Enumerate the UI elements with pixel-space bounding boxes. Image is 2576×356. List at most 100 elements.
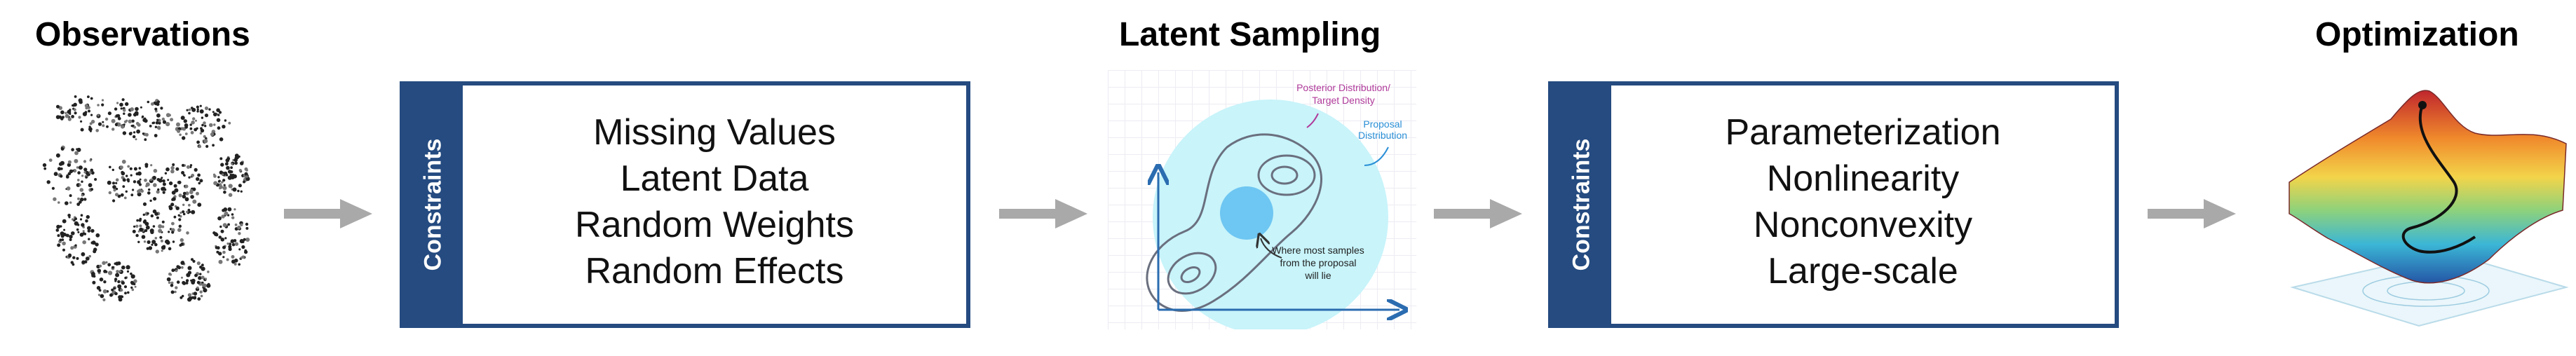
scatter-point [130, 281, 135, 285]
scatter-point [228, 247, 232, 252]
scatter-point [238, 263, 241, 266]
scatter-point [151, 102, 154, 106]
scatter-point [85, 256, 90, 261]
samples-label: will lie [1304, 270, 1331, 281]
scatter-point [198, 144, 202, 149]
scatter-point [82, 111, 87, 116]
scatter-point [137, 230, 140, 233]
scatter-point [149, 199, 152, 203]
scatter-point [69, 235, 73, 239]
scatter-point [151, 243, 154, 246]
scatter-point [156, 118, 159, 121]
scatter-point [102, 261, 106, 266]
scatter-point [87, 229, 90, 233]
scatter-point [60, 234, 65, 238]
scatter-point [164, 172, 168, 174]
scatter-point [57, 167, 62, 171]
scatter-point [114, 107, 118, 111]
scatter-point [74, 244, 77, 247]
scatter-point [197, 297, 201, 301]
scatter-point [136, 219, 139, 222]
scatter-point [71, 231, 75, 235]
scatter-point [227, 223, 230, 226]
scatter-point [216, 108, 220, 112]
scatter-point [203, 288, 208, 293]
scatter-point [119, 165, 123, 170]
scatter-point [223, 207, 228, 212]
posterior-label: Target Density [1312, 95, 1374, 106]
scatter-point [172, 240, 175, 243]
scatter-point [218, 259, 223, 264]
scatter-point [156, 125, 161, 130]
scatter-point [226, 157, 231, 160]
scatter-point [191, 278, 196, 283]
scatter-point [90, 119, 95, 124]
scatter-point [97, 104, 100, 107]
scatter-point [161, 225, 165, 228]
scatter-point [184, 184, 189, 189]
scatter-point [240, 223, 243, 226]
scatter-point [62, 248, 65, 252]
scatter-point [133, 279, 137, 283]
scatter-point [241, 240, 245, 243]
scatter-point [155, 121, 159, 125]
scatter-point [55, 115, 60, 119]
scatter-point [116, 270, 119, 273]
scatter-point [108, 191, 111, 195]
scatter-point [186, 109, 189, 111]
scatter-point [56, 104, 60, 109]
scatter-point [141, 115, 144, 118]
scatter-point [196, 110, 199, 113]
scatter-point [197, 203, 202, 207]
scatter-point [79, 233, 84, 237]
scatter-point [155, 249, 159, 254]
constraints-sidebar: Constraints [404, 85, 463, 324]
scatter-point [123, 196, 127, 200]
scatter-point [126, 270, 130, 273]
proposal-label: Distribution [1358, 130, 1407, 141]
scatter-point [56, 224, 60, 229]
scatter-point [73, 108, 76, 111]
scatter-point [173, 215, 177, 219]
scatter-point [89, 122, 93, 125]
scatter-point [139, 224, 142, 228]
scatter-point [185, 281, 189, 285]
scatter-point [223, 184, 226, 186]
scatter-point [148, 246, 153, 250]
scatter-point [111, 182, 116, 185]
scatter-point [60, 167, 63, 170]
scatter-point [196, 108, 199, 111]
scatter-point [123, 120, 127, 123]
scatter-point [74, 217, 77, 221]
scatter-point [70, 246, 74, 250]
scatter-point [156, 100, 161, 104]
scatter-point [88, 171, 92, 174]
scatter-point [222, 179, 226, 182]
scatter-point [174, 290, 177, 294]
scatter-point [81, 260, 86, 264]
scatter-point [187, 208, 191, 212]
scatter-point [63, 228, 66, 231]
scatter-point [135, 107, 139, 111]
scatter-point [88, 254, 91, 258]
scatter-point [196, 191, 199, 196]
scatter-point [107, 111, 111, 116]
scatter-point [240, 190, 243, 193]
scatter-point [241, 245, 245, 249]
scatter-point [133, 225, 136, 228]
scatter-point [112, 185, 116, 189]
scatter-point [186, 165, 191, 169]
scatter-point [124, 292, 127, 295]
scatter-point [226, 258, 229, 261]
scatter-point [156, 113, 161, 118]
scatter-point [224, 119, 227, 122]
scatter-point [100, 294, 104, 299]
scatter-point [177, 266, 182, 270]
scatter-point [245, 222, 249, 226]
scatter-point [243, 180, 246, 184]
scatter-point [154, 125, 158, 128]
scatter-point [205, 144, 209, 148]
scatter-point [76, 203, 81, 206]
posterior-label: Posterior Distribution/ [1296, 82, 1390, 93]
scatter-point [107, 263, 111, 267]
